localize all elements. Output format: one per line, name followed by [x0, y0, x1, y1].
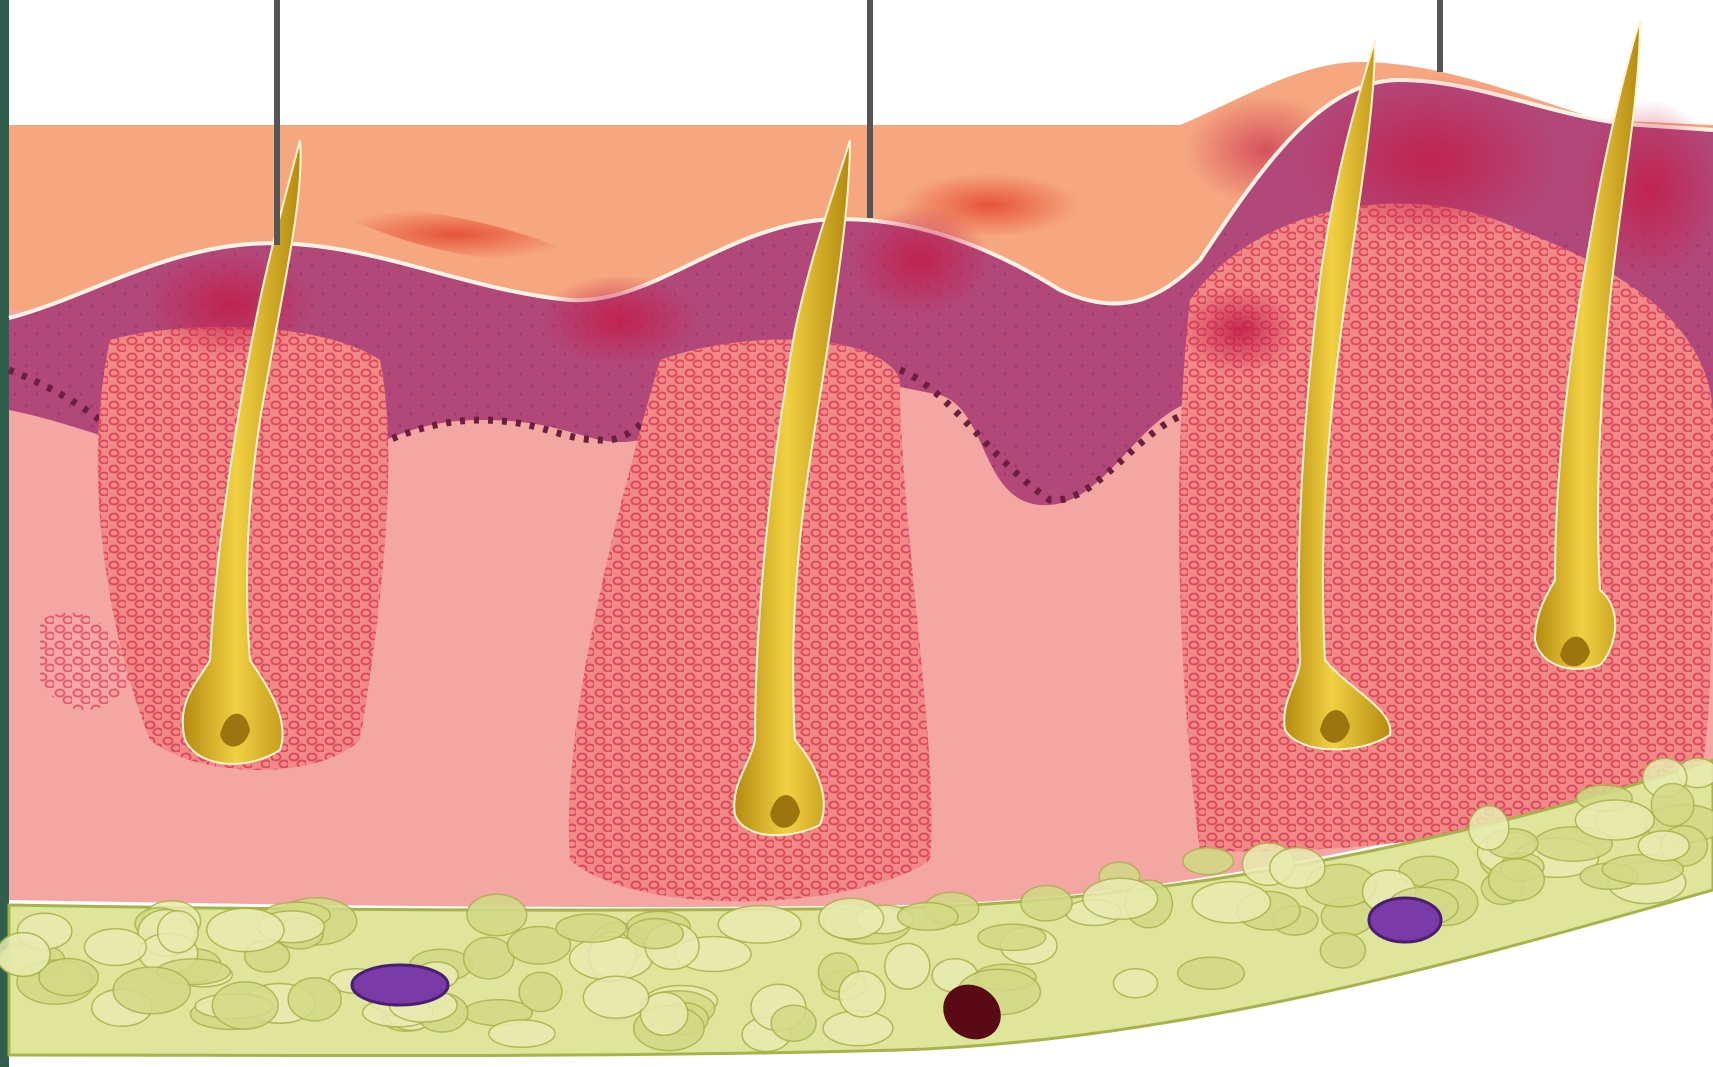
fat-cell — [85, 929, 147, 966]
fat-cell — [1192, 882, 1270, 923]
fat-cell — [771, 1005, 816, 1041]
fat-cell — [1178, 957, 1245, 989]
fat-cell — [0, 933, 50, 977]
fat-cell — [1575, 800, 1654, 840]
inflammation-2 — [540, 275, 700, 365]
fat-nucleus-1 — [352, 965, 448, 1005]
inflammation-6 — [1180, 285, 1300, 375]
fat-cell — [1183, 848, 1234, 875]
inflammation-1 — [145, 250, 315, 360]
fat-cell — [207, 908, 284, 951]
fat-cell — [1469, 806, 1509, 850]
fat-cell — [288, 978, 341, 1021]
fat-cell — [464, 937, 514, 979]
fat-cell — [1021, 886, 1072, 921]
fat-cell — [1320, 933, 1365, 968]
fat-cell — [212, 982, 278, 1029]
fat-cell — [467, 894, 527, 935]
fat-cell — [1651, 784, 1694, 827]
fat-cell — [718, 906, 801, 943]
fat-cell — [1489, 859, 1545, 901]
fat-cell — [519, 972, 562, 1011]
fat-cell — [1638, 831, 1689, 861]
fat-cell — [1270, 848, 1325, 889]
fat-cell — [556, 914, 626, 942]
fat-nucleus-2 — [1369, 898, 1441, 942]
fat-cell — [978, 924, 1046, 950]
inflammation-3 — [850, 205, 990, 315]
fat-cell — [489, 1020, 555, 1047]
fat-cell — [628, 919, 684, 949]
fat-cell — [158, 911, 199, 953]
fat-cell — [583, 976, 648, 1018]
fat-cell — [1083, 878, 1158, 919]
fat-cell — [898, 903, 958, 931]
fat-cell — [839, 971, 885, 1017]
fat-cell — [1113, 969, 1157, 998]
fat-cell — [885, 944, 930, 990]
fat-cell — [113, 967, 190, 1014]
fat-cell — [819, 898, 884, 939]
